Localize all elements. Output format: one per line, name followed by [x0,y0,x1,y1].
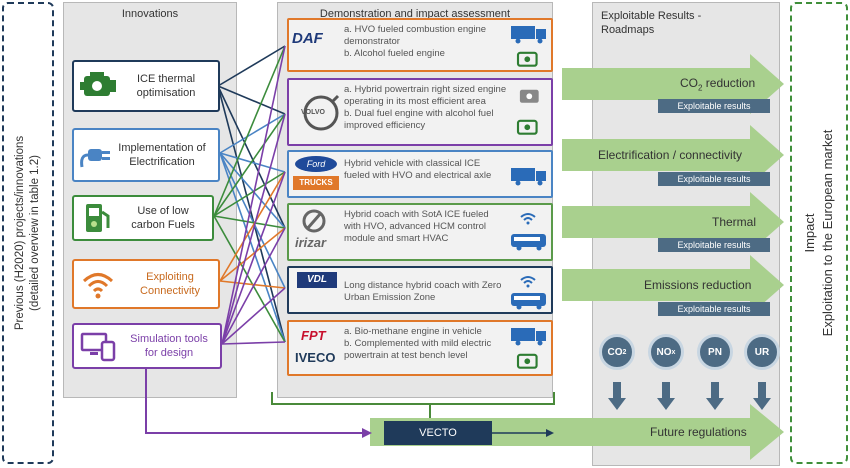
ford-logo: Ford [295,156,337,172]
result-arrows [370,54,784,460]
future-regulations-label: Future regulations [650,425,747,439]
innovation-simulation: Simulation tools for design [72,323,222,369]
innovation-ice-thermal-label: ICE thermal optimisation [136,73,196,99]
fpt-logo: FPT [301,328,326,343]
demo-ford-line2: fueled with HVO and electrical axle [344,170,492,181]
demo-volvo-line3: b. Dual fuel engine with alcohol fuel [344,108,494,119]
truck-icon [511,328,546,346]
demo-vdl-line2: Urban Emission Zone [344,292,436,303]
vecto-box: VECTO [384,421,492,445]
coach-icon [511,293,546,310]
result-emissions-tag: Exploitable results [658,302,770,316]
volvo-logo [303,94,340,131]
innovation-simulation-label: Simulation tools for design [130,333,208,359]
innovation-low-carbon-fuels: Use of low carbon Fuels [72,195,214,241]
demo-volvo-line4: improved efficiency [344,120,426,131]
iveco-logo: IVECO [295,350,336,365]
demo-vdl: VDL Long distance hybrid coach with Zero… [287,266,553,314]
demo-volvo-line2: operating in its most efficient area [344,96,486,107]
demo-fpt-iveco: FPT IVECO a. Bio-methane engine in vehic… [287,320,553,376]
innovation-electrification: Implementation of Electrification [72,128,220,182]
impact-sidebar: Impact Exploitation to the European mark… [790,2,848,464]
truck-icon [511,26,546,44]
thermal-arrow-shape [562,192,784,252]
result-co2-label: CO2 reduction [680,76,756,93]
result-emissions-label: Emissions reduction [644,278,752,292]
demo-fpt-line1: a. Bio-methane engine in vehicle [344,326,482,337]
emissions-arrow-shape [562,255,784,315]
engine-small-icon [516,51,538,67]
irizar-logo: irizar [295,235,327,250]
demo-volvo: VOLVO a. Hybrid powertrain right sized e… [287,78,553,146]
result-co2-tag: Exploitable results [658,99,770,113]
electrification-arrow-shape [562,125,784,185]
innovations-title: Innovations [121,8,179,20]
innovation-electrification-label: Implementation of Electrification [118,142,206,168]
demo-irizar-line3: module and smart HVAC [344,233,449,244]
pn-circle: PN [697,334,733,370]
results-title-line2: Roadmaps [601,24,655,36]
results-title-line1: Exploitable Results - [601,10,702,22]
truck-icon [511,168,546,186]
result-thermal-tag: Exploitable results [658,238,770,252]
demonstration-title: Demonstration and impact assessment [319,8,511,20]
vdl-logo: VDL [297,272,337,288]
ur-circle: UR [744,334,780,370]
irizar-emblem-icon [302,209,326,233]
daf-logo: DAF [292,30,323,47]
demo-fpt-line2: b. Complemented with mild electric [344,338,492,349]
demo-bracket [271,392,555,418]
demo-vdl-line1: Long distance hybrid coach with Zero [344,280,502,291]
simulation-to-vecto-arrowhead [362,428,372,438]
engine-icon [80,72,116,96]
circle-down-arrows [608,382,771,410]
wifi-small-icon [520,276,536,288]
innovation-links [213,45,286,345]
demo-daf-line2: demonstrator [344,36,400,47]
demo-daf-line1: a. HVO fueled combustion engine [344,24,487,35]
plug-icon [80,149,110,168]
demo-irizar-line2: with HVO, advanced HCM control [344,221,487,232]
engine-small-icon [516,119,538,135]
demo-irizar: irizar Hybrid coach with SotA ICE fueled… [287,203,553,261]
future-regulations-arrow-shape [370,404,784,460]
innovation-low-carbon-fuels-label: Use of low carbon Fuels [131,205,195,231]
coach-icon [511,234,546,251]
demo-volvo-line1: a. Hybrid powertrain right sized engine [344,84,507,95]
demo-irizar-line1: Hybrid coach with SotA ICE fueled [344,209,489,220]
engine-small-icon [516,353,538,369]
previous-projects-sidebar: Previous (H2020) projects/innovations (d… [2,2,54,464]
engine-grey-icon [519,89,539,103]
demo-fpt-line3: powertrain at test bench level [344,350,468,361]
volvo-logo-text: VOLVO [301,109,325,116]
demo-ford: Ford TRUCKS Hybrid vehicle with classica… [287,150,553,198]
result-electrification-label: Electrification / connectivity [598,148,743,162]
innovation-ice-thermal: ICE thermal optimisation [72,60,220,112]
demo-daf: DAF a. HVO fueled combustion engine demo… [287,18,553,72]
result-thermal-label: Thermal [712,215,757,229]
innovation-connectivity: Exploiting Connectivity [72,259,220,309]
wifi-small-icon [520,213,536,225]
demo-ford-line1: Hybrid vehicle with classical ICE [344,158,481,169]
fuel-pump-icon [86,204,110,232]
wifi-icon [82,273,114,299]
innovation-connectivity-label: Exploiting Connectivity [140,271,200,297]
devices-icon [80,332,116,362]
ford-trucks-logo: TRUCKS [293,176,339,190]
simulation-to-vecto-line [145,368,364,434]
demo-daf-line3: b. Alcohol fueled engine [344,48,445,59]
result-electrification-tag: Exploitable results [658,172,770,186]
vecto-to-future-arrowhead [546,429,554,437]
